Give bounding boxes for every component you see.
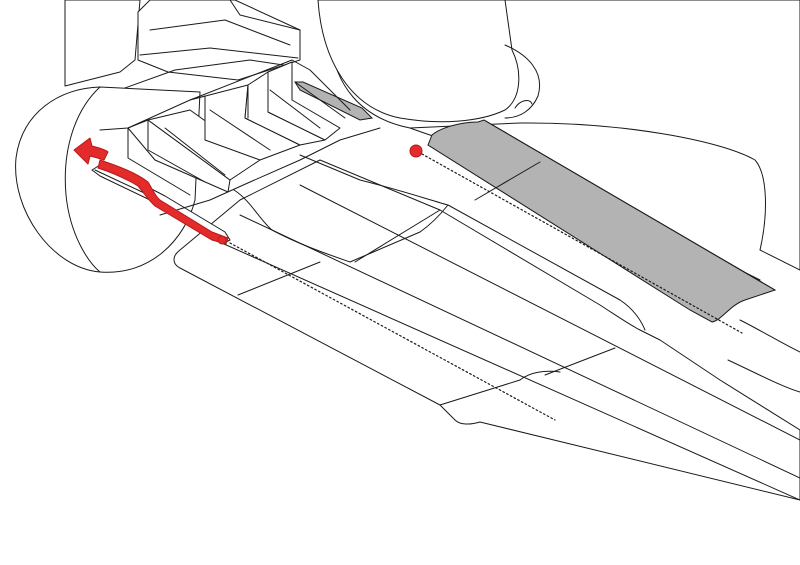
vane-panel-1: [127, 119, 231, 193]
radiator-inlet-inner: [149, 19, 291, 46]
red-channel-end-dot: [217, 235, 227, 245]
cockpit-rim: [504, 44, 540, 119]
vane-stack-upper: [124, 59, 291, 89]
cockpit-detail: [514, 100, 533, 109]
floor-plank-surface: [173, 159, 800, 501]
floor-plank: [173, 154, 800, 501]
floor-cross-line-3: [439, 379, 521, 406]
radiator-block-top: [229, 0, 301, 31]
floor-long-edge-3: [299, 184, 800, 441]
front-intake-dot: [409, 144, 423, 158]
vane-diag-2: [209, 109, 271, 151]
floor-cross-line-1: [237, 261, 321, 296]
shaded-floor-panel: [294, 81, 777, 323]
floor-step-contour-2: [299, 154, 646, 331]
vane-diag-3: [269, 89, 321, 129]
vane-edge-1: [127, 127, 191, 196]
floor-step-contour-3: [519, 370, 561, 381]
driver-helmet-cowl: [317, 0, 520, 123]
flow-arrow-head: [73, 137, 109, 165]
vane-edge-2: [147, 119, 206, 183]
upper-bodywork: [64, 0, 301, 89]
flow-direction-arrow: [73, 137, 109, 165]
floor-gap-channel: [97, 159, 229, 245]
shaded-panel-edge: [483, 119, 776, 291]
shaded-panel-rear: [294, 81, 374, 121]
vane-top-rail: [99, 59, 351, 131]
floor-long-edge-2: [239, 214, 800, 479]
dotted-guide-lower: [229, 242, 556, 421]
sidepod-body: [317, 0, 800, 393]
dotted-guides: [229, 153, 743, 421]
chassis-side-block: [64, 0, 141, 87]
shaded-panel-divider: [474, 161, 541, 201]
floor-cross-line-4: [544, 347, 616, 376]
vane-diag-4: [294, 81, 346, 119]
sidepod-lower-contour-2: [727, 359, 800, 393]
vane-diag-1: [164, 127, 226, 176]
red-channel-strip: [97, 159, 229, 245]
bargeboard-vanes: [99, 59, 381, 216]
radiator-inlet-lower: [139, 47, 299, 59]
vane-bottom-rail: [159, 127, 381, 216]
rear-tyre-tread-edge: [64, 86, 101, 273]
front-intake-marker: [409, 144, 423, 158]
floor-step-contour: [233, 189, 449, 263]
floor-long-edge-1: [214, 239, 800, 501]
sidepod-lower-contour: [739, 319, 800, 353]
